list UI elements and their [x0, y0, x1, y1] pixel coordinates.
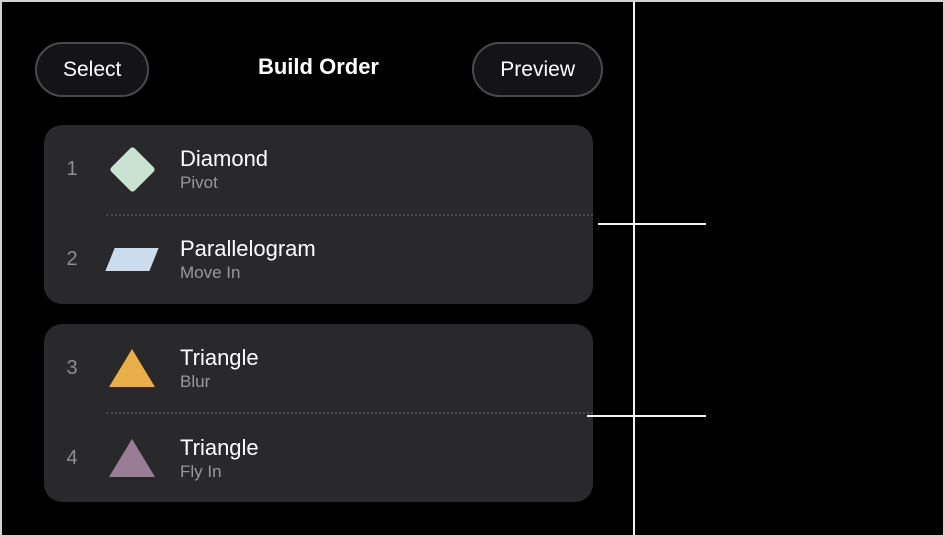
- parallelogram-icon: [100, 248, 164, 272]
- build-item-2[interactable]: 2 Parallelogram Move In: [44, 216, 593, 305]
- build-item-title: Triangle: [180, 344, 259, 370]
- build-order-panel: Select Preview Build Order 1 Diamond Piv…: [2, 2, 635, 535]
- build-item-title: Diamond: [180, 145, 269, 171]
- build-item-effect: Move In: [180, 263, 241, 283]
- callout-vertical-line: [633, 2, 635, 535]
- build-group-1: 1 Diamond Pivot 2 Parallelogram Move In: [44, 125, 593, 304]
- build-item-text: Triangle Fly In: [164, 434, 259, 483]
- triangle-icon: [100, 439, 164, 477]
- select-button[interactable]: Select: [35, 42, 150, 97]
- triangle-icon: [100, 349, 164, 387]
- preview-button[interactable]: Preview: [472, 42, 603, 97]
- toolbar: Select Preview: [35, 42, 603, 97]
- build-item-effect: Fly In: [180, 461, 222, 481]
- build-together-divider: [106, 412, 593, 414]
- build-number: 1: [66, 157, 78, 180]
- build-number: 3: [66, 356, 78, 379]
- build-item-3[interactable]: 3 Triangle Blur: [44, 324, 593, 412]
- build-group-2: 3 Triangle Blur 4 Triangle Fly In: [44, 324, 593, 502]
- build-item-text: Triangle Blur: [164, 344, 259, 393]
- build-item-4[interactable]: 4 Triangle Fly In: [44, 414, 593, 502]
- build-item-title: Parallelogram: [180, 236, 316, 262]
- build-item-title: Triangle: [180, 434, 259, 460]
- build-number: 4: [66, 446, 78, 469]
- build-item-text: Parallelogram Move In: [164, 235, 316, 284]
- build-together-divider: [106, 213, 593, 216]
- build-number: 2: [66, 248, 78, 271]
- build-item-text: Diamond Pivot: [164, 145, 268, 194]
- build-item-effect: Blur: [180, 371, 211, 391]
- diamond-icon: [100, 145, 164, 193]
- build-item-effect: Pivot: [180, 172, 218, 192]
- callout-line-group-1: [598, 223, 706, 225]
- callout-line-group-2: [587, 415, 706, 417]
- build-item-1[interactable]: 1 Diamond Pivot: [44, 125, 593, 214]
